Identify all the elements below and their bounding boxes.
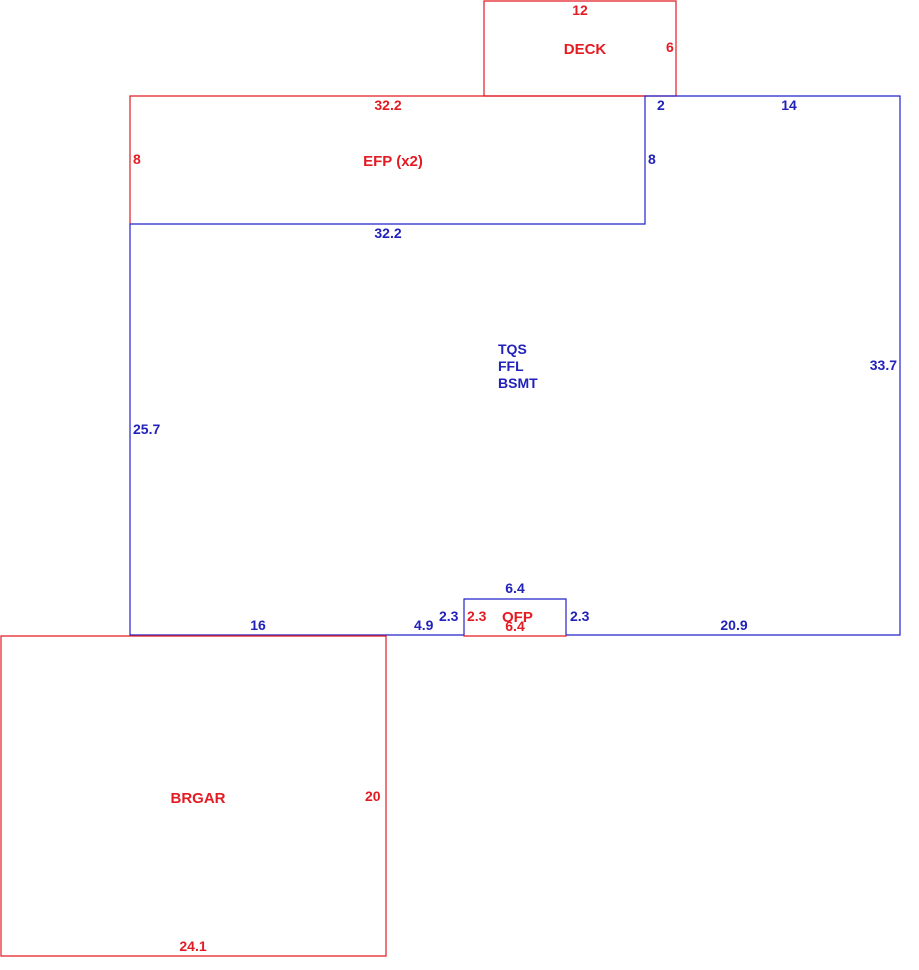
brgar-bottom-dimension: 24.1 xyxy=(179,938,206,954)
deck-right-dimension: 6 xyxy=(666,39,674,55)
main-bottom-left-dimension: 16 xyxy=(250,617,266,633)
main-bottom-right-dimension: 20.9 xyxy=(720,617,747,633)
ofp-left-dimension: 2.3 xyxy=(467,608,487,624)
notch-right-dimension: 2.3 xyxy=(570,608,590,624)
efp-name: EFP (x2) xyxy=(363,153,423,170)
main-label-line2: FFL xyxy=(498,358,524,374)
main-top-right-dimension: 14 xyxy=(781,97,797,113)
efp-left-dimension: 8 xyxy=(133,151,141,167)
ofp-outline xyxy=(463,635,567,637)
efp-right-dimension: 8 xyxy=(648,151,656,167)
ofp-bottom-dimension: 6.4 xyxy=(505,618,525,634)
brgar-right-dimension: 20 xyxy=(365,788,381,804)
main-top-inner-dimension: 2 xyxy=(657,97,665,113)
efp-outline xyxy=(129,95,645,224)
deck-top-dimension: 12 xyxy=(572,2,588,18)
brgar-outline xyxy=(0,635,387,957)
notch-left-dimension: 2.3 xyxy=(439,608,459,624)
efp-top-dimension: 32.2 xyxy=(374,97,401,113)
deck-name: DECK xyxy=(564,41,607,58)
main-bottom-mid-dimension: 4.9 xyxy=(414,617,434,633)
ofp-name: OFP xyxy=(502,609,533,626)
notch-top-dimension: 6.4 xyxy=(505,580,525,596)
main-left-dimension: 25.7 xyxy=(133,421,160,437)
main-efp-bottom-dimension: 32.2 xyxy=(374,225,401,241)
main-right-dimension: 33.7 xyxy=(870,357,897,373)
main-label-line3: BSMT xyxy=(498,375,538,391)
main-label-line1: TQS xyxy=(498,341,527,357)
brgar-name: BRGAR xyxy=(171,790,226,807)
